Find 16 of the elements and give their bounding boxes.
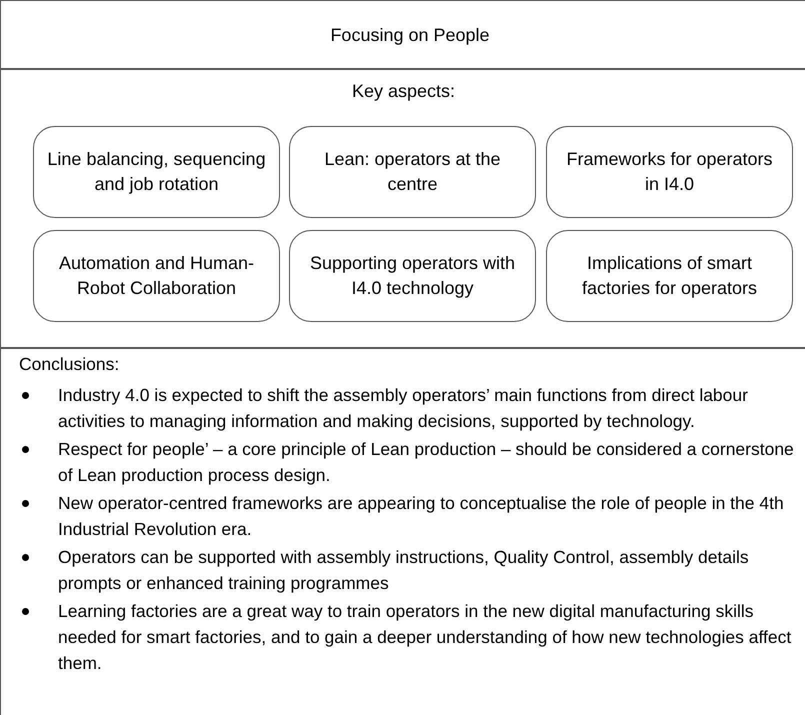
bullet-text: Respect for people’ – a core principle of Lean production – should be considered a cornerstone of Lean production process design.: [58, 438, 795, 487]
aspect-box: Line balancing, sequencing and job rotation: [33, 126, 280, 218]
section-panel: [0, 68, 805, 349]
aspect-box: Automation and Human-Robot Collaboration: [33, 230, 280, 322]
title-cell: Focusing on People: [0, 0, 805, 70]
bullet-text: New operator-centred frameworks are appearing to conceptualise the role of people in the 4th Industrial Revolution era.: [58, 492, 785, 541]
section-heading: Key aspects:: [350, 81, 456, 102]
bullet-text: Learning factories are a great way to train operators in the new digital manufacturing skills needed for smart factories, and to gain a deeper understanding of how new technologies affect them.: [58, 600, 792, 675]
aspect-box: Frameworks for operators in I4.0: [546, 126, 793, 218]
aspect-box: Supporting operators with I4.0 technology: [289, 230, 536, 322]
aspect-box: Lean: operators at the centre: [289, 126, 536, 218]
aspect-box: Implications of smart factories for operators: [546, 230, 793, 322]
section-panel: [0, 347, 805, 715]
bullet-text: Industry 4.0 is expected to shift the assembly operators’ main functions from direct labour activities to managing information and making decisions, supported by technology.: [58, 384, 749, 433]
bullet-text: Operators can be supported with assembly instructions, Quality Control, assembly details prompts or enhanced training programmes: [58, 546, 750, 595]
section-heading: Conclusions:: [19, 354, 120, 375]
